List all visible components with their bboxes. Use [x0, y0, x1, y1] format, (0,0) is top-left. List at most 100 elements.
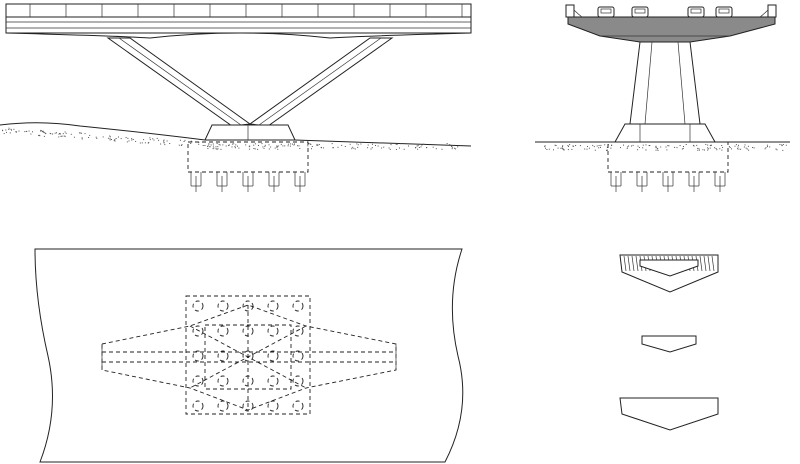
pile-plan	[292, 300, 304, 312]
pile-foundation-transverse	[607, 141, 729, 192]
soil-dot	[284, 145, 286, 147]
soil-dot	[560, 147, 562, 149]
soil-dot	[219, 144, 221, 146]
soil-dot	[276, 147, 278, 148]
soil-dot	[215, 148, 217, 150]
pile-plan	[267, 300, 279, 312]
soil-dot	[685, 144, 687, 145]
section-hatch	[635, 255, 639, 272]
soil-dot	[710, 144, 712, 146]
soil-dot	[408, 145, 409, 147]
soil-dot	[738, 144, 739, 146]
soil-dot	[222, 144, 224, 146]
soil-dot	[298, 145, 300, 147]
soil-dot	[38, 134, 40, 136]
soil-dot	[80, 132, 82, 134]
soil-dot	[208, 143, 210, 145]
soil-dot	[40, 130, 42, 132]
soil-dot	[274, 147, 276, 149]
pile-plan	[267, 375, 279, 387]
soil-dot	[592, 144, 594, 146]
soil-dot	[207, 148, 209, 149]
pile-foundation	[187, 141, 309, 192]
soil-dot	[383, 146, 385, 148]
soil-dot	[276, 145, 278, 147]
soil-dot	[58, 133, 60, 135]
soil-dot	[600, 144, 602, 146]
soil-dot	[249, 145, 251, 147]
soil-dot	[231, 146, 233, 148]
soil-dot	[705, 144, 707, 145]
soil-dot	[254, 143, 256, 145]
soil-dot	[238, 147, 240, 149]
soil-dot	[245, 144, 247, 146]
soil-dot	[237, 145, 238, 147]
soil-dot	[573, 145, 575, 147]
soil-dot	[54, 132, 56, 134]
soil-dot	[164, 144, 166, 146]
soil-dot	[40, 130, 42, 132]
soil-dot	[132, 139, 134, 140]
soil-dot	[610, 147, 612, 149]
soil-dot	[217, 146, 219, 148]
soil-dot	[579, 145, 581, 147]
soil-dot	[587, 146, 588, 147]
soil-dot	[381, 147, 383, 149]
soil-dot	[782, 144, 784, 145]
soil-dot	[746, 148, 748, 150]
soil-dot	[421, 144, 423, 146]
soil-dot	[638, 147, 640, 148]
soil-dot	[84, 133, 86, 135]
soil-dot	[575, 145, 577, 146]
soil-dot	[212, 145, 214, 147]
ground-line	[0, 122, 472, 147]
soil-dot	[698, 148, 700, 150]
soil-dot	[317, 144, 319, 146]
soil-dot	[64, 135, 66, 137]
soil-dot	[261, 143, 263, 145]
soil-dot	[389, 148, 391, 150]
soil-dot	[645, 144, 647, 146]
soil-dot	[316, 143, 318, 145]
soil-dot	[567, 149, 569, 151]
soil-dot	[73, 136, 75, 138]
soil-dot	[220, 148, 222, 150]
soil-dot	[737, 148, 738, 150]
soil-dot	[353, 147, 355, 149]
soil-dot	[354, 148, 356, 150]
soil-dot	[126, 141, 128, 143]
pile-plan	[217, 375, 229, 387]
soil-dot	[59, 133, 61, 134]
soil-dot	[184, 139, 186, 141]
soil-dot	[696, 144, 698, 146]
pile-plan	[292, 400, 304, 412]
soil-dot	[28, 130, 30, 132]
soil-dot	[637, 145, 639, 147]
soil-dot	[372, 143, 373, 145]
soil-dot	[264, 144, 266, 146]
vehicle	[715, 6, 733, 18]
soil-dot	[546, 149, 548, 150]
soil-dot	[704, 149, 705, 151]
soil-dot	[415, 147, 417, 148]
soil-dot	[202, 145, 204, 146]
soil-dot	[181, 144, 183, 146]
soil-dot	[321, 147, 322, 149]
soil-dot	[649, 145, 651, 146]
soil-dot	[451, 146, 452, 148]
soil-dot	[160, 143, 162, 145]
soil-dot	[737, 146, 739, 148]
soil-dot	[280, 143, 282, 145]
soil-dot	[747, 145, 749, 147]
soil-dot	[218, 143, 220, 145]
plan-view	[34, 248, 464, 463]
soil-dot	[289, 145, 291, 147]
soil-dot	[620, 147, 621, 149]
soil-dot	[360, 143, 362, 145]
pile-plan	[267, 400, 279, 412]
pile-plan	[217, 350, 229, 362]
soil-dot	[596, 145, 598, 147]
soil-dot	[262, 146, 264, 148]
soil-dot	[588, 147, 590, 149]
soil-dot	[217, 148, 219, 150]
